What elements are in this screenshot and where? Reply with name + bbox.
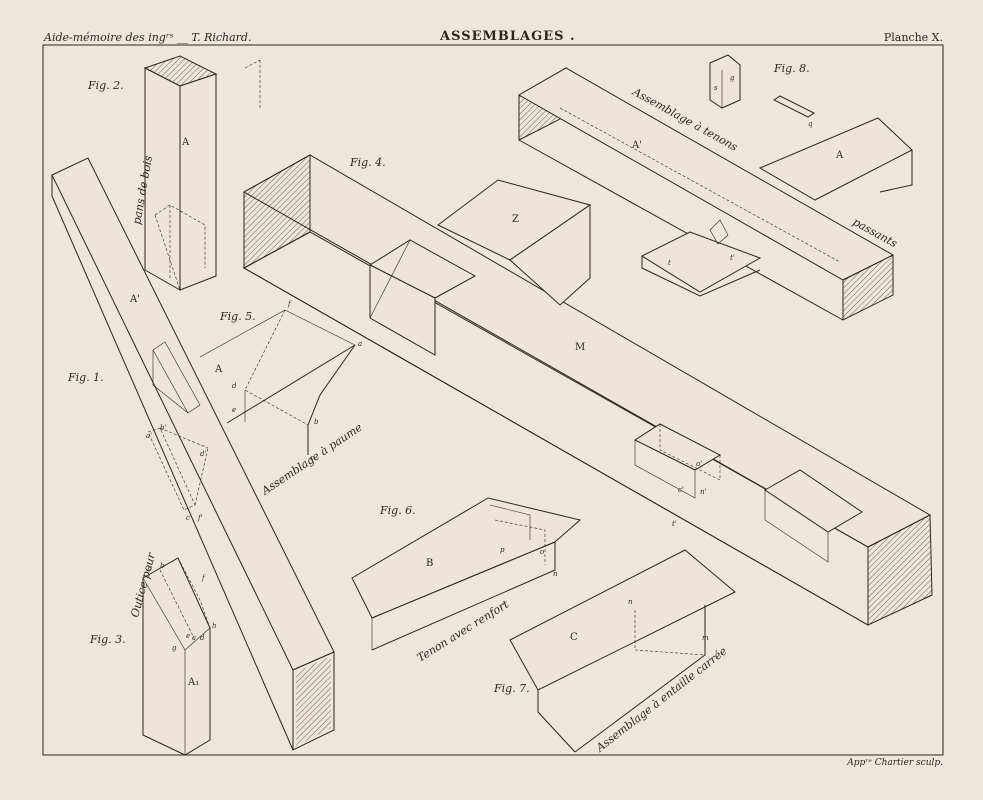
fig3-letter-d: d: [200, 634, 205, 642]
fig8-letter-t: t: [668, 259, 671, 267]
fig6-letter-n: n: [553, 570, 558, 578]
fig8-letter-g: g: [730, 74, 735, 82]
engraver-credit: Appʳᵉ Chartier sculp.: [847, 758, 943, 768]
fig4-letter-M: M: [575, 342, 585, 353]
fig1-letter-dp: d': [200, 450, 206, 458]
fig4-letter-cp: c': [678, 486, 684, 494]
fig3-letter-a: a: [148, 564, 152, 572]
fig2-letter-A: A: [181, 137, 190, 148]
fig3-letter-g: g: [172, 644, 177, 652]
fig3-letter-b: b: [160, 562, 165, 570]
fig4-letter-Z: Z: [512, 214, 519, 225]
fig3-letter-e: e: [186, 632, 190, 640]
fig4-letter-n: n': [700, 488, 707, 496]
fig5-letter-A: A: [214, 364, 223, 375]
fig3-letter-h: h: [212, 622, 217, 630]
figure-1-beam: [51, 157, 335, 751]
fig5-letter-d: d: [232, 382, 237, 390]
fig6-caption: Tenon avec renfort: [415, 597, 512, 664]
fig5-letter-e: e: [232, 406, 236, 414]
fig5-caption: Assemblage à paume: [259, 420, 365, 498]
fig5-letter-c: c: [310, 454, 314, 462]
fig1-letter-A1: A': [129, 294, 140, 305]
fig6-label: Fig. 6.: [379, 504, 416, 517]
fig6-letter-o: o: [540, 548, 544, 556]
fig8-letter-q: q: [808, 120, 813, 128]
fig5-letter-f: f: [287, 300, 292, 308]
figure-2-post: [143, 55, 261, 291]
plate-border: [42, 44, 944, 756]
fig8-letter-A1: A': [631, 140, 642, 151]
fig7-letter-m: m: [702, 634, 709, 642]
fig8-letter-tp: t': [730, 254, 735, 262]
fig8-label: Fig. 8.: [773, 62, 810, 75]
fig3-label: Fig. 3.: [89, 633, 126, 646]
fig7-letter-C: C: [570, 632, 578, 643]
fig3-letter-A1: A₁: [187, 677, 199, 688]
fig3-letter-c: c: [192, 634, 196, 642]
fig8-letter-A: A: [835, 150, 844, 161]
plate-number: Planche X.: [883, 31, 943, 44]
fig8-letter-s: s: [714, 84, 718, 92]
fig7-letter-n: n: [628, 598, 633, 606]
fig1-letter-fp: f': [197, 514, 203, 522]
fig6-letter-B: B: [426, 558, 433, 569]
fig7-label: Fig. 7.: [493, 682, 530, 695]
figure-7-notch: [509, 549, 736, 753]
fig1-label: Fig. 1.: [67, 371, 104, 384]
fig5-label: Fig. 5.: [219, 310, 256, 323]
figure-8-tenons: [517, 54, 913, 321]
fig4-label: Fig. 4.: [349, 156, 386, 169]
figure-5-diagram: [199, 309, 356, 455]
figure-6-tenon: [351, 497, 582, 651]
fig1-letter-bp: b': [160, 424, 166, 432]
figure-3-post: [142, 557, 211, 756]
fig3-letter-f: f: [201, 574, 206, 582]
fig6-letter-p: p: [500, 546, 505, 554]
fig7-caption: Assemblage à entaille carrée: [593, 644, 730, 755]
figure-4-beam-m: [242, 154, 933, 626]
fig1-letter-cp: c': [186, 514, 192, 522]
plate-title: ASSEMBLAGES .: [440, 29, 576, 44]
fig5-letter-a: a: [358, 340, 362, 348]
fig4-letter-o: o': [696, 460, 702, 468]
fig2-label: Fig. 2.: [87, 79, 124, 92]
fig4-letter-tp: t': [672, 520, 677, 528]
fig1-letter-ap: a': [146, 432, 152, 440]
header-left-attribution: Aide-mémoire des ingʳˢ __ T. Richard.: [44, 31, 252, 44]
fig5-letter-b: b: [314, 418, 319, 426]
